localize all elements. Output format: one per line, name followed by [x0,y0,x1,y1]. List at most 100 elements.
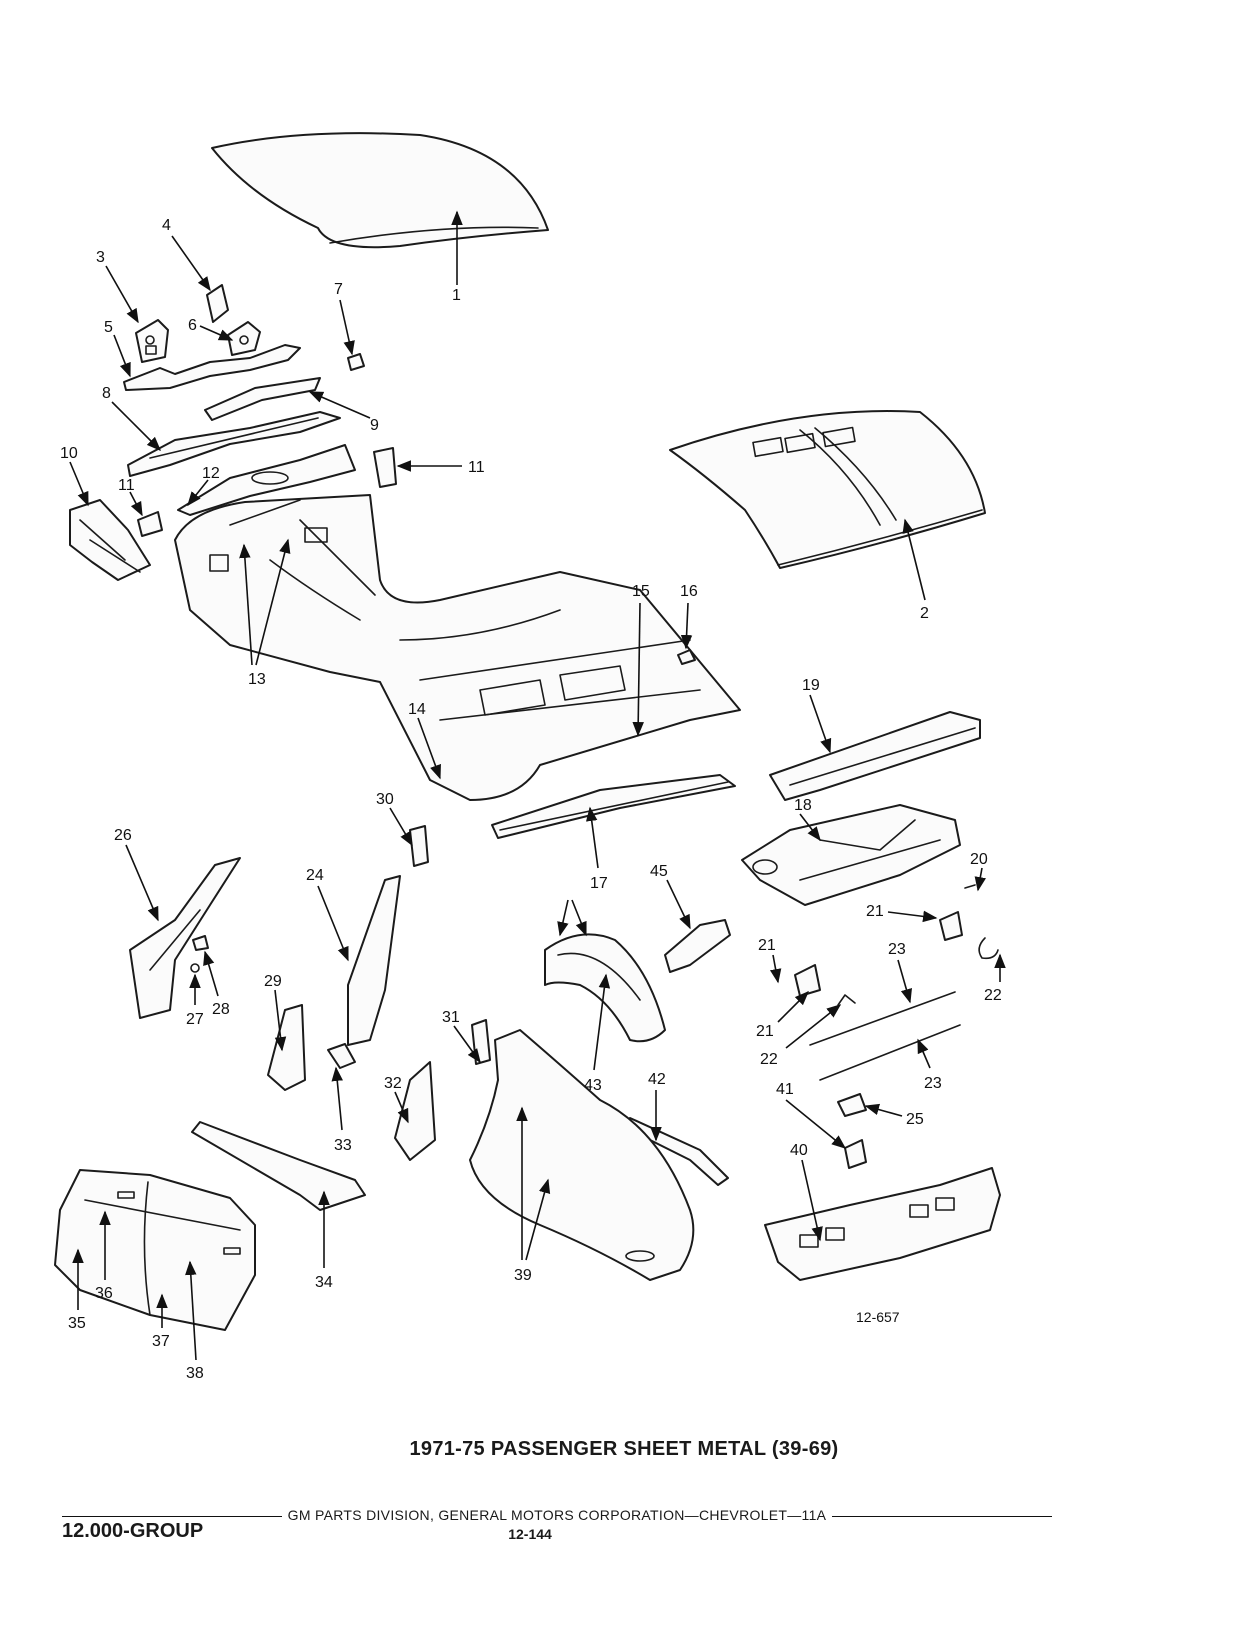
callout-22-left: 22 [760,1004,842,1068]
svg-text:21: 21 [756,1023,774,1040]
callout-8: 8 [102,385,162,452]
callout-33: 33 [331,1066,352,1154]
svg-text:42: 42 [648,1071,666,1088]
callout-18: 18 [794,797,821,842]
callout-12: 12 [187,465,220,507]
svg-text:36: 36 [95,1285,113,1302]
quarter-panel-39-part [469,1029,695,1281]
callout-31: 31 [442,1009,481,1064]
callout-1: 1 [451,210,463,304]
footer-publisher: GM PARTS DIVISION, GENERAL MOTORS CORPOR… [281,1507,833,1523]
svg-text:41: 41 [776,1081,794,1098]
svg-text:12: 12 [202,465,220,482]
dash-panel-12-part [177,444,356,516]
callout-35: 35 [68,1248,86,1332]
svg-text:17: 17 [590,875,608,892]
svg-text:4: 4 [162,217,171,234]
svg-text:38: 38 [186,1365,204,1382]
svg-text:23: 23 [888,941,906,958]
callout-45 [557,899,587,937]
svg-text:18: 18 [794,797,812,814]
callout-32: 32 [384,1075,409,1124]
callout-2: 2 [902,518,929,622]
panel-9-part [204,377,321,421]
svg-text:10: 10 [60,445,78,462]
svg-text:40: 40 [790,1142,808,1159]
clip-16-part [677,649,696,665]
svg-text:21: 21 [758,937,776,954]
cowl-vent-8-part [127,411,341,477]
figure-reference: 12-657 [856,1309,900,1325]
cowl-panel-5-part [123,344,301,391]
spring-clip-22-part [837,937,999,1006]
callout-6: 6 [188,317,234,341]
callout-3: 3 [96,249,139,324]
callout-34: 34 [315,1190,333,1291]
callout-13: 13 [239,538,291,688]
callout-10: 10 [60,445,89,507]
bracket-6-part [227,321,261,356]
rear-panel-19-part [769,711,981,801]
svg-text:23: 23 [924,1075,942,1092]
svg-text:25: 25 [906,1111,924,1128]
figure-caption: 1971-75 PASSENGER SHEET METAL (39-69) [409,1438,839,1460]
svg-text:43: 43 [584,1077,602,1094]
rear-end-panel-40-part [764,1167,1001,1281]
hood-part [669,410,986,569]
callout-41: 41 [776,1081,847,1149]
svg-text:33: 33 [334,1137,352,1154]
bracket-3-part [135,319,169,363]
callout-26: 26 [114,827,159,922]
callout-11-right: 11 [396,459,485,476]
footer-rule: GM PARTS DIVISION, GENERAL MOTORS CORPOR… [62,1507,1052,1527]
callout-36: 36 [95,1210,113,1302]
svg-text:13: 13 [248,671,266,688]
bracket-41-part [844,1139,867,1169]
callout-39: 39 [514,1106,551,1284]
callout-28: 28 [203,950,230,1018]
callout-21-mid: 21 [758,937,782,984]
bracket-31-part [471,1019,491,1065]
svg-text:29: 29 [264,973,282,990]
svg-text:22: 22 [984,987,1002,1004]
callout-30: 30 [376,791,413,847]
torsion-rod-23-part [809,991,961,1081]
svg-text:39: 39 [514,1267,532,1284]
rocker-panel-34-part [191,1121,366,1211]
clip-28-part [192,935,209,951]
pillar-24-part [347,875,401,1046]
callout-24: 24 [306,867,349,962]
callout-38: 38 [185,1260,204,1382]
svg-text:5: 5 [104,319,113,336]
svg-text:37: 37 [152,1333,170,1350]
svg-text:24: 24 [306,867,324,884]
svg-text:11: 11 [468,459,485,476]
callout-21-top: 21 [866,903,938,923]
callout-27: 27 [186,973,204,1028]
side-support-10-part [69,499,151,581]
callout-21-low: 21 [756,990,810,1040]
svg-text:20: 20 [970,851,988,868]
rear-compartment-18-part [741,804,961,906]
callout-37: 37 [152,1293,170,1350]
svg-text:3: 3 [96,249,105,266]
callout-19: 19 [802,677,832,754]
panel-32-part [394,1061,436,1161]
svg-text:35: 35 [68,1315,86,1332]
svg-text:15: 15 [632,583,650,600]
svg-text:14: 14 [408,701,426,718]
callout-17: 17 [586,806,608,892]
pin-20-part [964,884,976,889]
bracket-33-part [327,1043,356,1069]
callout-14: 14 [408,701,441,780]
svg-text:16: 16 [680,583,698,600]
callout-25: 25 [864,1103,924,1128]
lock-pillar-29-part [267,1004,306,1091]
bracket-30-part [409,825,429,867]
svg-text:2: 2 [920,605,929,622]
callout-7: 7 [334,281,355,356]
bracket-4-part [206,284,229,323]
svg-text:31: 31 [442,1009,460,1026]
roof-panel-part [211,132,549,249]
svg-text:11: 11 [118,477,135,494]
